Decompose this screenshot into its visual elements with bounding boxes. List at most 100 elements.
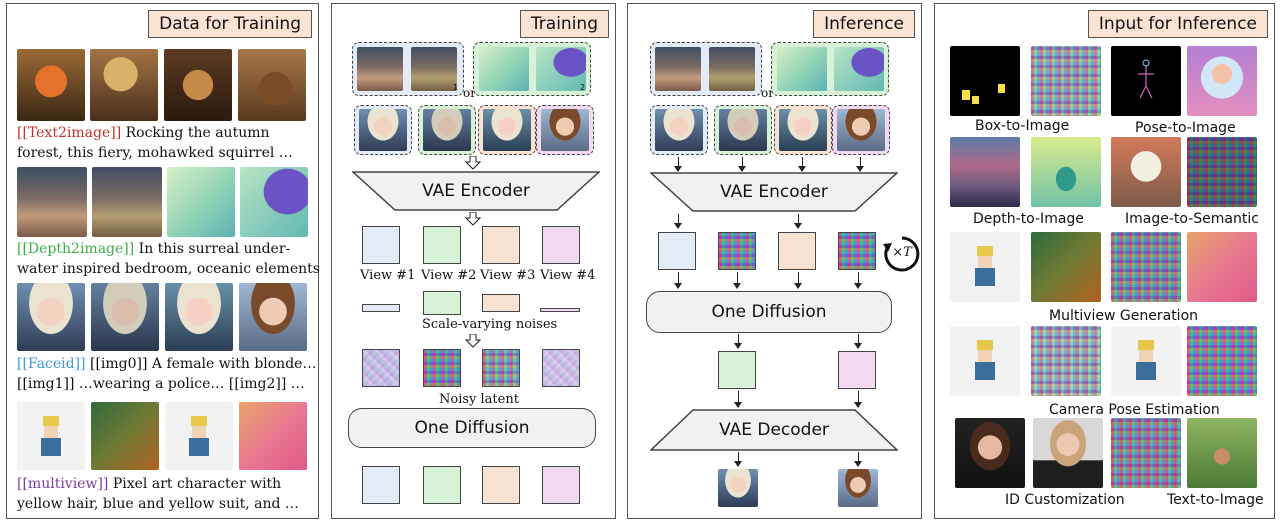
semantic-noise-image — [1187, 137, 1257, 207]
view-badge: 2 — [580, 83, 586, 92]
pixel-character-pose-1 — [950, 326, 1020, 396]
id-noise-image — [1111, 418, 1181, 488]
denoised-latent-2 — [718, 351, 756, 389]
multiview-noise-image — [1111, 232, 1181, 302]
panel-training: Training 1 or 2 VAE Encoder View #1 View — [331, 3, 616, 519]
input-group-bedroom: 1 — [352, 42, 464, 96]
input-group-depth: 2 — [473, 42, 591, 96]
noise-scale-3 — [482, 294, 520, 312]
view-latent-1 — [362, 226, 400, 264]
face-image-2 — [91, 283, 159, 351]
task-tag: [[Depth2image]] — [17, 241, 135, 257]
face-view-2 — [418, 105, 476, 155]
normal-map-1 — [91, 402, 159, 470]
depth-map-2 — [240, 167, 308, 237]
one-diffusion-block: One Diffusion — [646, 291, 892, 333]
normal-map-2 — [239, 402, 307, 470]
view-label-1: View #1 — [360, 268, 416, 283]
vae-decoder: VAE Decoder — [650, 409, 898, 451]
view-badge: 1 — [453, 83, 459, 92]
pixel-character-input — [950, 232, 1020, 302]
latent-noise-2 — [718, 232, 756, 270]
vae-encoder: VAE Encoder — [352, 171, 600, 211]
down-arrow — [464, 211, 482, 230]
portrait-image-2 — [1033, 418, 1103, 488]
noisy-latent-3 — [482, 349, 520, 387]
task-label-box-to-image: Box-to-Image — [975, 118, 1070, 134]
output-latent-3 — [482, 466, 520, 504]
noisy-latent-label: Noisy latent — [439, 392, 519, 407]
view-latent-3 — [482, 226, 520, 264]
bedroom-image-1 — [17, 167, 87, 237]
portrait-image-1 — [955, 418, 1025, 488]
face-image-1 — [17, 283, 85, 351]
task-label-pose-to-image: Pose-to-Image — [1135, 120, 1236, 136]
cymbals-image — [90, 49, 158, 121]
noise-image — [1031, 46, 1101, 116]
face-view-3 — [478, 105, 536, 155]
latent-view-3 — [778, 232, 816, 270]
task-tag: [[multiview]] — [17, 476, 109, 492]
face-image-4 — [239, 283, 307, 351]
down-arrow — [464, 155, 482, 174]
output-latent-2 — [423, 466, 461, 504]
task-tag: [[Faceid]] — [17, 356, 86, 372]
panel-title: Inference — [813, 10, 915, 38]
panel-data-for-training: Data for Training [[Text2image]] Rocking… — [6, 3, 320, 519]
denoised-latent-4 — [838, 351, 876, 389]
panel-inference: Inference or VAE Encoder ×T — [627, 3, 922, 519]
pixel-character-1 — [17, 402, 85, 470]
pose-noise-image-2 — [1187, 326, 1257, 396]
pixel-character-2 — [165, 402, 233, 470]
view-label-2: View #2 — [421, 268, 477, 283]
task-label-camera-pose: Camera Pose Estimation — [1049, 402, 1220, 418]
noise-scale-4 — [540, 308, 580, 312]
scale-noise-label: Scale-varying noises — [422, 317, 558, 332]
face-view-2 — [714, 105, 772, 155]
drums-image — [164, 49, 232, 121]
task-label-image-to-semantic: Image-to-Semantic — [1125, 211, 1259, 227]
latent-noise-4 — [838, 232, 876, 270]
panel-title: Data for Training — [148, 10, 312, 38]
pose-condition-image — [1111, 46, 1181, 116]
squirrel-image-1 — [17, 49, 85, 121]
task-tag: [[Text2image]] — [17, 125, 122, 141]
down-arrow — [464, 333, 482, 352]
depth-map-1 — [167, 167, 235, 237]
output-face-2 — [718, 469, 758, 507]
depth-condition-image — [1031, 137, 1101, 207]
task-label-text-to-image: Text-to-Image — [1167, 492, 1264, 508]
input-group-depth — [771, 42, 889, 96]
caption-depth2image: [[Depth2image]] In this surreal under- w… — [17, 241, 320, 277]
latent-view-1 — [658, 232, 696, 270]
loop-icon: ×T — [882, 234, 922, 274]
face-view-1 — [354, 105, 412, 155]
view-latent-2 — [423, 226, 461, 264]
view-latent-4 — [542, 226, 580, 264]
caption-text2image: [[Text2image]] Rocking the autumn forest… — [17, 125, 293, 161]
task-label-depth-to-image: Depth-to-Image — [973, 211, 1084, 227]
normal-map-input — [1031, 232, 1101, 302]
face-view-3 — [774, 105, 832, 155]
view-label-4: View #4 — [540, 268, 596, 283]
noisy-latent-2 — [423, 349, 461, 387]
view-label-3: View #3 — [480, 268, 536, 283]
or-label: or — [761, 86, 774, 100]
vae-encoder: VAE Encoder — [650, 172, 898, 212]
panel-title: Training — [519, 10, 609, 38]
or-label: or — [463, 86, 476, 100]
output-latent-4 — [542, 466, 580, 504]
garlic-character-image — [1111, 137, 1181, 207]
caption-multiview: [[multiview]] Pixel art character with y… — [17, 476, 299, 512]
acorn-image — [238, 49, 306, 121]
noisy-latent-4 — [542, 349, 580, 387]
input-group-bedroom — [650, 42, 762, 96]
face-view-1 — [650, 105, 708, 155]
output-latent-1 — [362, 466, 400, 504]
face-view-4 — [536, 105, 594, 155]
face-view-4 — [832, 105, 890, 155]
forest-image — [1187, 418, 1257, 488]
task-label-multiview: Multiview Generation — [1049, 308, 1199, 324]
caption-faceid: [[Faceid]] [[img0]] A female with blonde… — [17, 356, 317, 392]
box-condition-image — [950, 46, 1020, 116]
